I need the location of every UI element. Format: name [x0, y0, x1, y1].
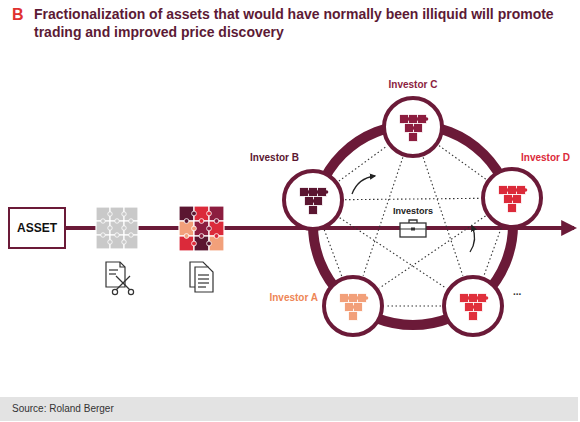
trade-link — [484, 228, 501, 276]
investor-circle: ... — [442, 275, 504, 337]
trade-link — [363, 157, 403, 275]
circle-outline — [322, 275, 384, 337]
title: Fractionalization of assets that would h… — [34, 6, 570, 41]
puzzle-pieces — [400, 115, 429, 142]
investor-circle: Investor C — [382, 96, 444, 158]
color-puzzle — [179, 206, 224, 251]
asset-box: ASSET — [8, 207, 66, 249]
puzzle-pieces — [499, 186, 528, 213]
cut-document-icon — [106, 262, 134, 295]
source-band — [0, 397, 578, 421]
puzzle-pieces — [340, 294, 369, 321]
trade-arrow — [470, 226, 475, 252]
section-letter: B — [12, 6, 24, 24]
circle-outline — [282, 169, 344, 231]
trade-link — [345, 198, 480, 199]
documents-icon — [190, 262, 213, 292]
investor-heading: Investor D — [520, 152, 571, 163]
circle-outline — [481, 167, 543, 229]
source-caption: Source: Roland Berger — [12, 403, 114, 414]
trade-link — [439, 146, 486, 180]
trade-link — [324, 230, 341, 276]
hub-label: Investors — [391, 206, 435, 216]
puzzle-pieces — [300, 188, 329, 215]
investor-circle: Investor A — [322, 275, 384, 337]
investor-heading: Investor C — [388, 79, 439, 90]
circle-outline — [442, 275, 504, 337]
investor-circle: Investor B — [282, 169, 344, 231]
circle-outline — [382, 96, 444, 158]
investor-heading: ... — [512, 286, 522, 297]
puzzle-pieces — [460, 294, 489, 321]
briefcase-icon — [399, 218, 427, 238]
investors-hub: Investors — [391, 206, 435, 238]
trade-link — [423, 157, 463, 275]
investor-heading: Investor B — [249, 152, 300, 163]
grey-puzzle — [96, 207, 138, 249]
trade-link — [385, 305, 441, 306]
investor-heading: Investor A — [268, 292, 319, 303]
trade-link — [339, 146, 387, 181]
investor-circle: Investor D — [481, 167, 543, 229]
asset-label: ASSET — [17, 221, 57, 235]
trade-arrow — [352, 176, 375, 194]
